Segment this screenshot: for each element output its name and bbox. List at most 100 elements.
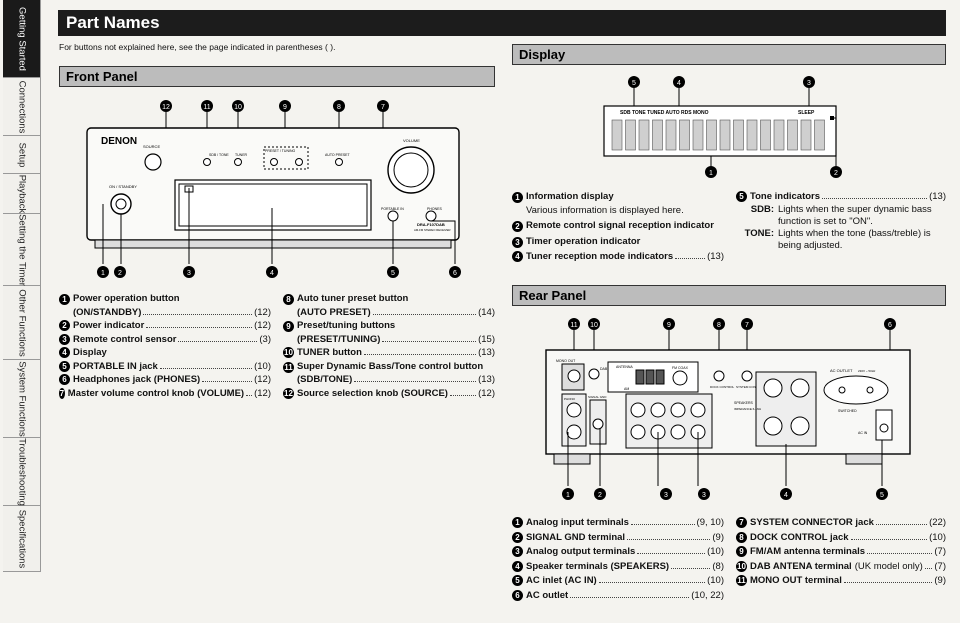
tab-system-functions[interactable]: System Functions — [3, 360, 41, 438]
svg-text:ON / STANDBY: ON / STANDBY — [109, 184, 137, 189]
front-callouts-top: 12 11 10 9 8 7 — [160, 100, 389, 112]
display-char-cell — [611, 119, 623, 151]
display-char-cell — [800, 119, 812, 151]
speaker-terminals[interactable] — [763, 378, 810, 436]
svg-text:FM COAX: FM COAX — [672, 366, 689, 370]
svg-text:3: 3 — [702, 492, 706, 499]
tab-troubleshooting[interactable]: Troubleshooting — [3, 438, 41, 506]
tab-connections[interactable]: Connections — [3, 78, 41, 136]
svg-text:AC IN: AC IN — [858, 431, 868, 435]
svg-text:SIGNAL GND: SIGNAL GND — [588, 395, 607, 399]
tab-playback[interactable]: Playback — [3, 174, 41, 214]
svg-text:SLEEP: SLEEP — [798, 110, 815, 116]
svg-text:6: 6 — [453, 270, 457, 277]
title-bar: Part Names — [58, 10, 946, 36]
svg-text:MONO OUT: MONO OUT — [556, 359, 576, 363]
svg-text:230V ~ 50Hz: 230V ~ 50Hz — [858, 369, 876, 373]
svg-text:6: 6 — [888, 322, 892, 329]
auto-preset-button[interactable] — [335, 158, 343, 166]
analog-input-l[interactable] — [566, 402, 582, 418]
svg-text:2: 2 — [834, 170, 838, 177]
svg-text:3: 3 — [807, 80, 811, 87]
display-char-cell — [665, 119, 677, 151]
rear-panel-diagram: 11 10 9 8 7 6 MONO OUT DAB ANTENNA FM CO… — [545, 318, 911, 500]
volume-knob[interactable] — [387, 146, 435, 194]
svg-text:5: 5 — [391, 270, 395, 277]
callout-12: 12 — [162, 104, 170, 111]
signal-gnd-terminal[interactable] — [592, 418, 604, 430]
svg-text:PHONES: PHONES — [427, 207, 442, 211]
svg-text:4: 4 — [270, 270, 274, 277]
display-char-cell — [692, 119, 704, 151]
callout-8: 8 — [337, 104, 341, 111]
svg-text:10: 10 — [590, 322, 598, 329]
display-char-cell — [706, 119, 717, 151]
tab-getting-started[interactable]: Getting Started — [3, 0, 41, 78]
svg-text:SYSTEM CONNECTOR: SYSTEM CONNECTOR — [736, 385, 769, 389]
dock-control-jack[interactable] — [713, 370, 725, 382]
tab-setting-the-timer[interactable]: Setting the Timer — [3, 214, 41, 286]
display-callouts-top: 5 4 3 — [628, 76, 815, 88]
display-char-cell — [814, 119, 825, 151]
page-title: Part Names — [66, 13, 160, 32]
display-char-cell — [760, 119, 771, 151]
svg-text:1: 1 — [566, 492, 570, 499]
display-char-cell — [625, 119, 636, 151]
preset-up-button[interactable] — [295, 158, 303, 166]
rear-panel-heading: Rear Panel — [512, 285, 946, 306]
svg-text:IMPEDANCE 6-16Ω: IMPEDANCE 6-16Ω — [734, 407, 762, 411]
svg-text:SWITCHED: SWITCHED — [838, 409, 857, 413]
sdb-tone-button[interactable] — [203, 158, 211, 166]
tab-specifications[interactable]: Specifications — [3, 506, 41, 572]
callout-9: 9 — [283, 104, 287, 111]
svg-text:DRA-F107DAB: DRA-F107DAB — [417, 222, 445, 227]
ac-outlet[interactable] — [823, 375, 889, 405]
source-knob[interactable] — [144, 153, 162, 171]
svg-text:SDB TONE TUNED AUTO RDS MONO: SDB TONE TUNED AUTO RDS MONO — [620, 110, 709, 116]
display-char-cell — [773, 119, 785, 151]
svg-text:11: 11 — [570, 322, 577, 329]
svg-text:2: 2 — [118, 270, 122, 277]
portable-in-jack[interactable] — [387, 210, 399, 222]
tab-setup[interactable]: Setup — [3, 136, 41, 174]
svg-text:3: 3 — [664, 492, 668, 499]
tab-other-functions[interactable]: Other Functions — [3, 286, 41, 360]
tone-desc-tone: TONE: Lights when the tone (bass/treble)… — [744, 227, 931, 251]
phones-jack[interactable] — [425, 210, 437, 222]
dab-antenna-terminal[interactable] — [588, 368, 600, 380]
svg-text:4: 4 — [677, 80, 681, 87]
analog-input-r[interactable] — [566, 424, 582, 440]
svg-text:3: 3 — [187, 270, 191, 277]
display-char-cell — [719, 119, 731, 151]
preset-down-button[interactable] — [270, 158, 278, 166]
intro-note: For buttons not explained here, see the … — [59, 42, 336, 52]
svg-text:ANTENNA: ANTENNA — [616, 365, 633, 369]
mono-out-terminal[interactable] — [567, 369, 581, 383]
rear-callouts-bottom: 1 2 3 3 4 5 — [562, 488, 888, 500]
tuner-button[interactable] — [234, 158, 242, 166]
display-char-cell — [638, 119, 650, 151]
svg-text:AM: AM — [624, 387, 629, 391]
system-connector-jack[interactable] — [741, 370, 753, 382]
fm-coax-terminal[interactable] — [672, 370, 688, 386]
